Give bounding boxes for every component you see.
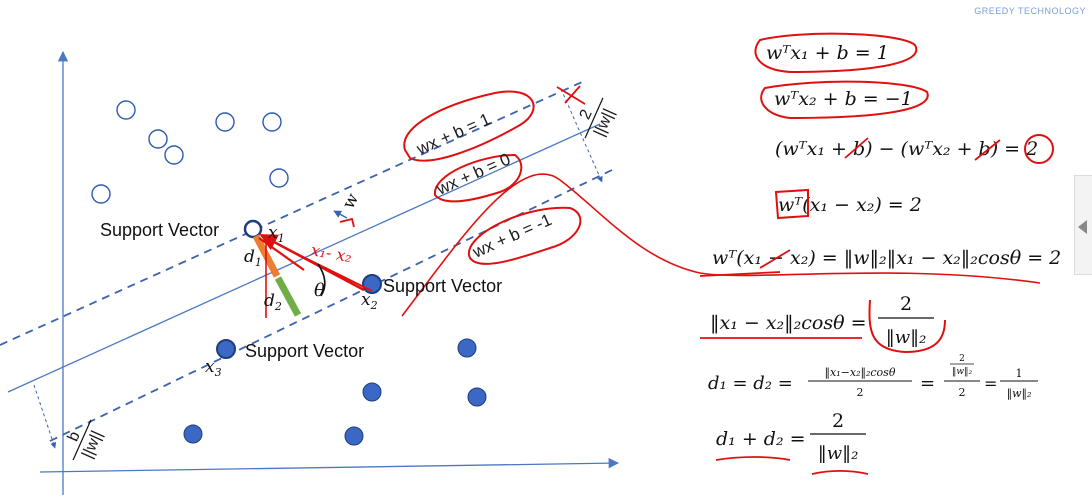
open-point — [116, 100, 136, 120]
open-point — [269, 168, 289, 188]
eq-6-left: ‖x₁ − x₂‖₂cosθ = — [710, 312, 867, 334]
label-theta: θ — [314, 280, 325, 301]
eq-3: (wᵀx₁ + b) − (wᵀx₂ + b) = 2 — [775, 138, 1038, 160]
eq-8-num: 2 — [832, 410, 844, 432]
support-vector-label-2: Support Vector — [383, 276, 502, 296]
loop-line-mid — [433, 153, 523, 203]
eq-7-f2-den: 2 — [959, 386, 966, 399]
eq-6-num: 2 — [900, 293, 912, 315]
w-normal-vector — [333, 210, 348, 219]
intercept-fraction: b ||w|| — [65, 419, 106, 461]
watermark: GREEDY TECHNOLOGY — [974, 6, 1086, 16]
eq-7-eq2: = — [984, 374, 997, 393]
support-vector-x1 — [243, 219, 263, 239]
open-point — [164, 145, 184, 165]
label-x1: x1 — [268, 223, 285, 245]
support-vector-x3 — [216, 339, 236, 359]
right-angle-mark — [339, 217, 355, 228]
x-axis — [39, 457, 620, 473]
eq-6-den: ‖w‖₂ — [886, 327, 927, 348]
eq-7-f1-num: ‖x₁−x₂‖₂cosθ — [825, 366, 896, 380]
loop-line-top — [403, 90, 535, 162]
eq-5: wᵀ(x₁ − x₂) = ‖w‖₂‖x₁ − x₂‖₂cosθ = 2 — [712, 247, 1061, 269]
open-point — [262, 112, 282, 132]
svg-text:||w||: ||w|| — [591, 106, 618, 139]
theta-arc — [317, 263, 326, 297]
filled-point — [362, 382, 382, 402]
d2-segment — [274, 276, 302, 317]
label-x3: x3 — [205, 357, 222, 379]
eq-7-f2-num-num: 2 — [959, 354, 965, 364]
red-underline-x1x2 — [284, 247, 373, 292]
open-point — [148, 129, 168, 149]
hyperplane-top-dashed — [0, 81, 583, 346]
margin-arrow-right — [560, 88, 603, 183]
eq-2: wᵀx₂ + b = −1 — [774, 88, 913, 110]
eq-8-den: ‖w‖₂ — [818, 443, 859, 464]
eq-4-loop — [774, 188, 809, 220]
support-vector-label-1: Support Vector — [100, 220, 219, 240]
eq-1: wᵀx₁ + b = 1 — [766, 42, 889, 64]
eq-8-left: d₁ + d₂ = — [716, 428, 806, 450]
eq-7-left: d₁ = d₂ = — [708, 373, 793, 394]
label-x2: x2 — [361, 290, 378, 312]
eq-7-f2-num-den: ‖w‖₂ — [952, 367, 973, 377]
eq-7-f3-num: 1 — [1016, 367, 1023, 380]
filled-point — [457, 338, 477, 358]
hyperplane-bottom-dashed — [49, 169, 613, 442]
filled-point — [344, 426, 364, 446]
filled-points — [183, 274, 487, 446]
derivation: wᵀx₁ + b = 1 wᵀx₂ + b = −1 (wᵀx₁ + b) − … — [699, 32, 1061, 475]
open-points — [91, 100, 289, 204]
eq-7-f3-den: ‖w‖₂ — [1007, 387, 1032, 401]
eq-2-loop — [760, 80, 929, 120]
support-vector-label-3: Support Vector — [245, 341, 364, 361]
filled-point — [183, 424, 203, 444]
label-line-top: wx + b = 1 — [413, 109, 493, 159]
intercept-arrow — [33, 384, 57, 449]
filled-point — [467, 387, 487, 407]
label-w-vector: w — [339, 190, 364, 213]
eq-7-f1-den: 2 — [857, 386, 864, 399]
svg-text:||w||: ||w|| — [79, 428, 106, 461]
eq-1-loop — [754, 32, 918, 74]
red-scribble-x — [556, 85, 586, 105]
chevron-left-icon — [1078, 220, 1087, 234]
label-d2: d2 — [264, 291, 282, 313]
eq-7-eq: = — [920, 373, 935, 394]
open-point — [91, 184, 111, 204]
red-curve-to-eq — [401, 173, 1041, 317]
side-panel-toggle[interactable] — [1074, 175, 1092, 275]
loop-line-bot — [467, 206, 582, 265]
eq-4: wᵀ(x₁ − x₂) = 2 — [778, 194, 922, 216]
open-point — [215, 112, 235, 132]
label-d1: d1 — [244, 247, 262, 269]
